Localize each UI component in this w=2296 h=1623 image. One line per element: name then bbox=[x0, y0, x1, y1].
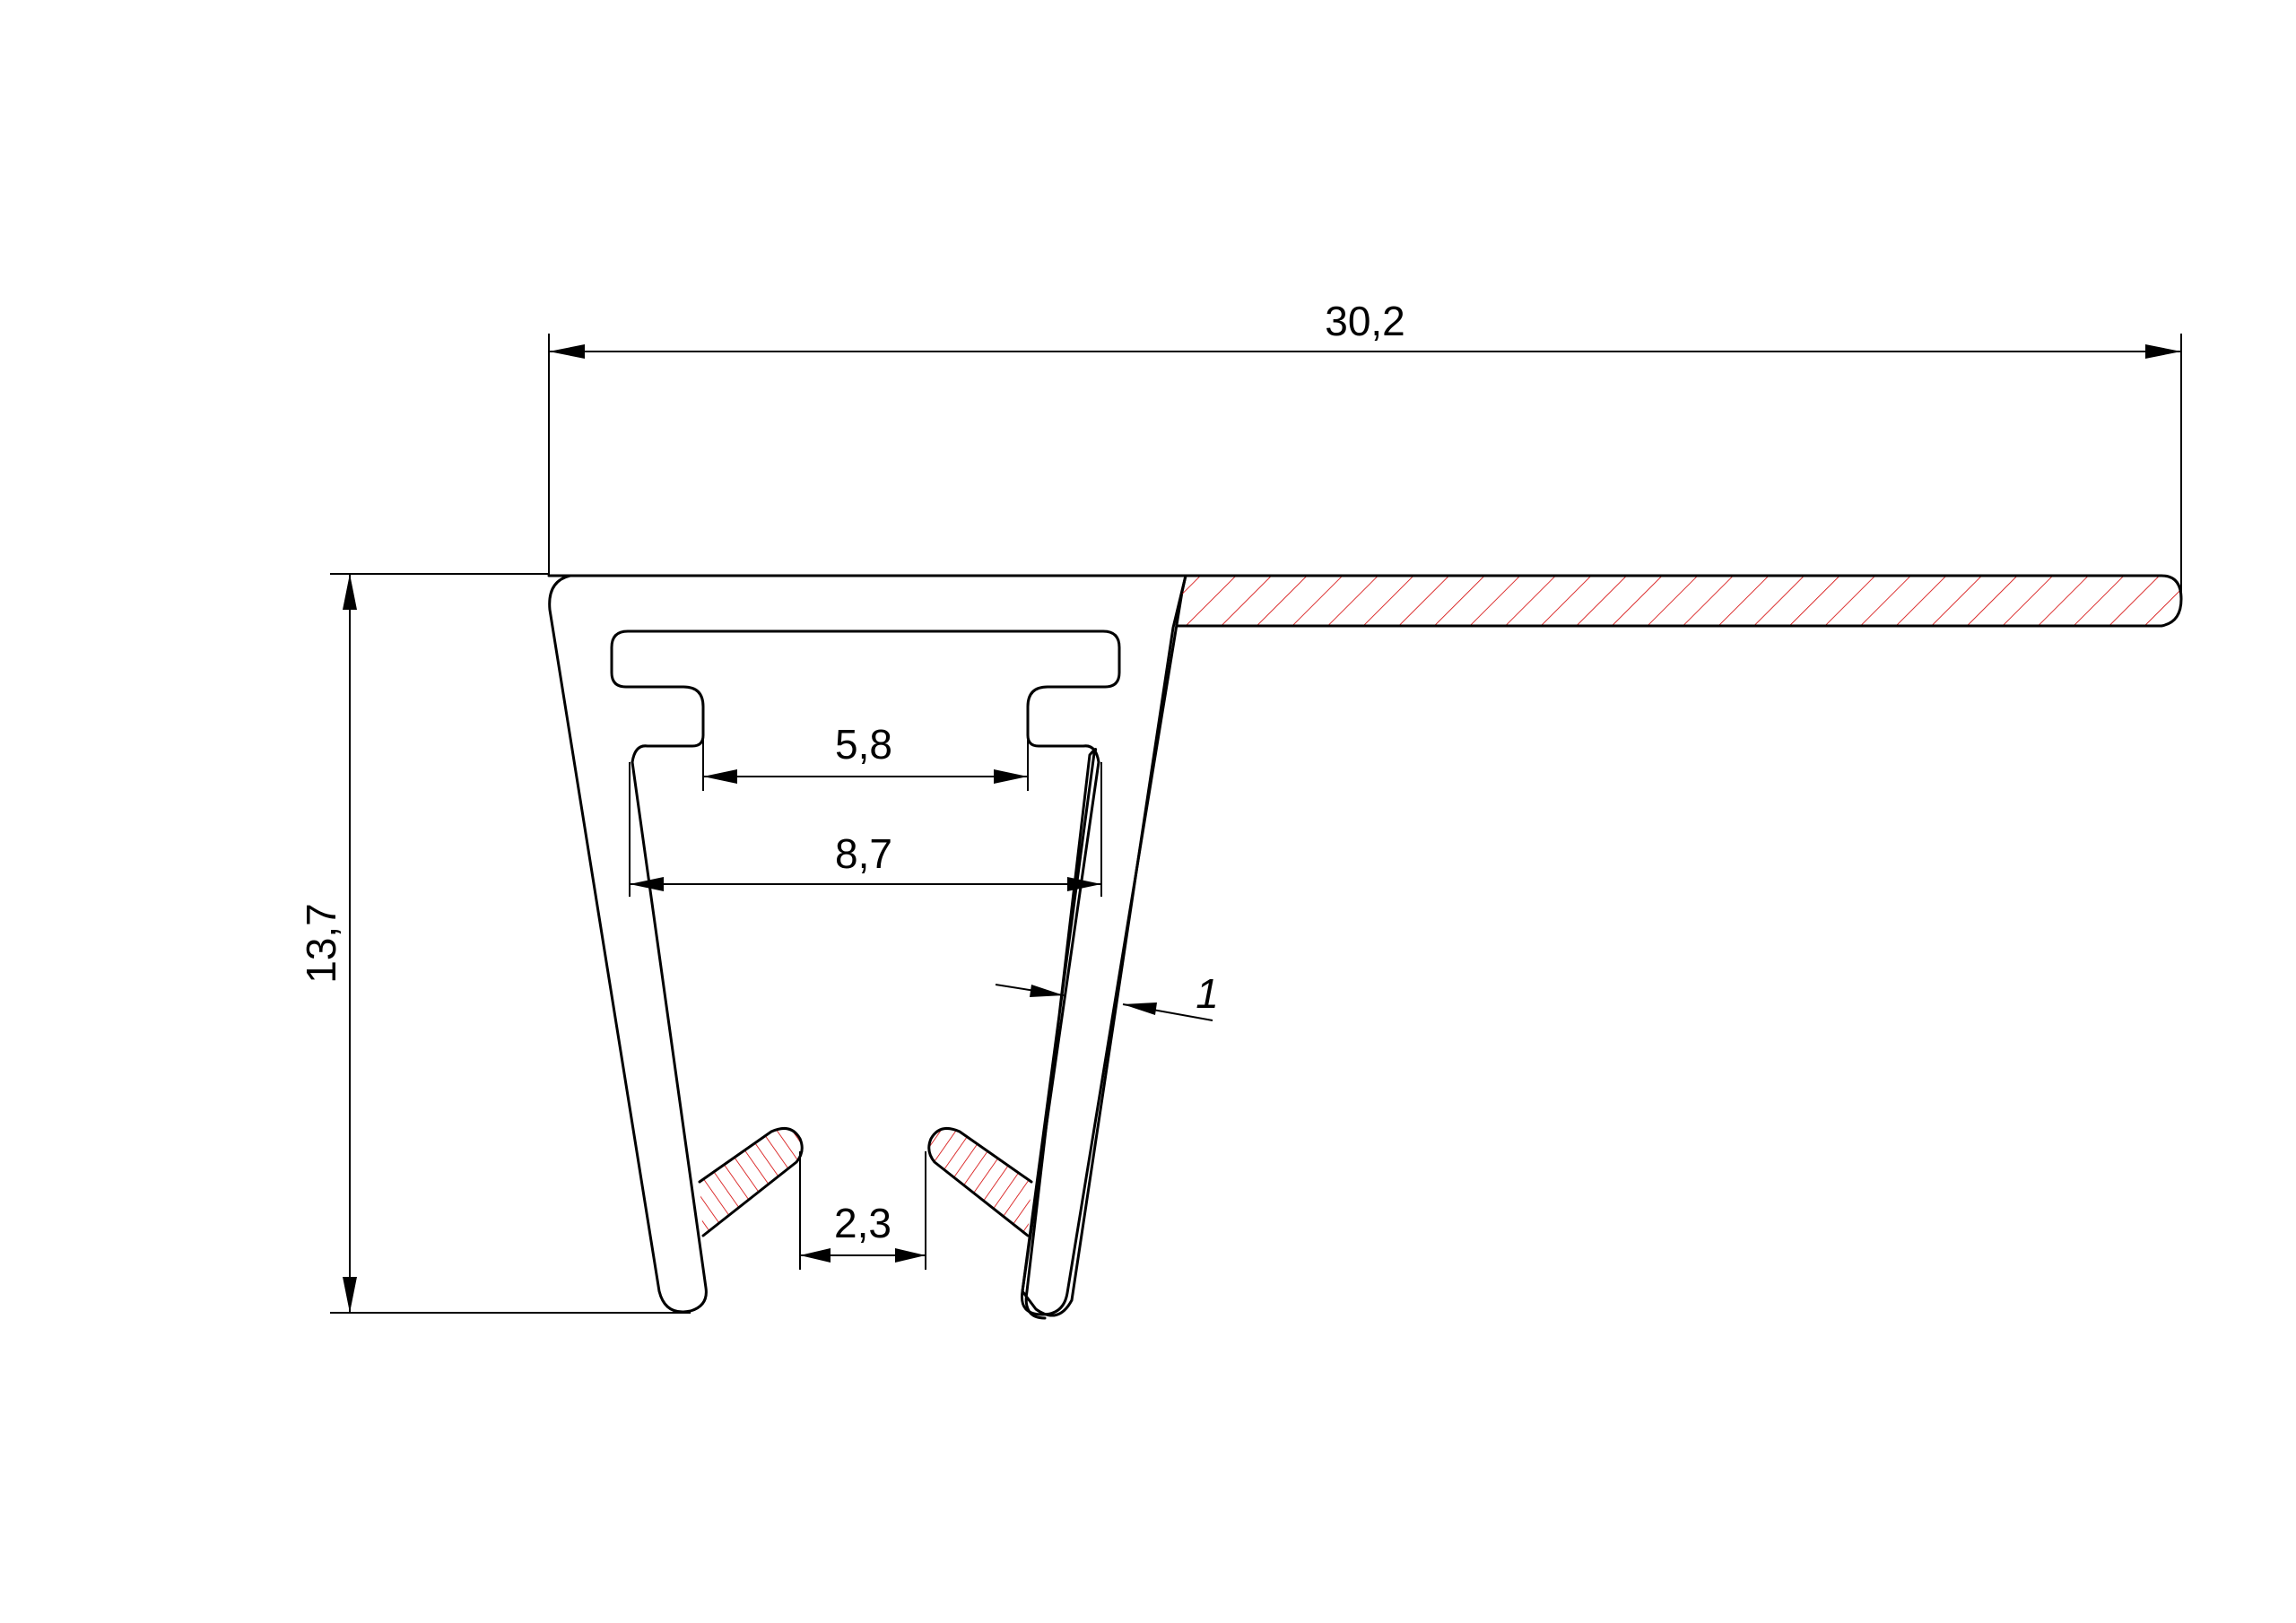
dimension-label: 8,7 bbox=[835, 830, 892, 877]
right-lip-hatched-area bbox=[928, 1128, 1031, 1236]
arrowhead-top bbox=[343, 574, 357, 610]
left-seal-lip bbox=[698, 1126, 804, 1237]
arrowhead-right bbox=[1067, 877, 1101, 891]
dimension-label: 30,2 bbox=[1325, 298, 1405, 344]
arrowhead-right bbox=[994, 769, 1028, 784]
dimension-label: 1 bbox=[1196, 970, 1219, 1017]
flap-hatched-area bbox=[1177, 576, 2181, 626]
dimension-label: 5,8 bbox=[835, 721, 892, 768]
dimension-inner-slot-width: 5,8 bbox=[702, 721, 1029, 791]
dimension-lip-gap: 2,3 bbox=[799, 1151, 926, 1270]
arrowhead-right bbox=[895, 1248, 926, 1263]
arrowhead-bottom bbox=[343, 1277, 357, 1313]
profile-right-wall bbox=[1020, 574, 1187, 1316]
arrowhead-left bbox=[800, 1248, 831, 1263]
profile-left-wall-outer bbox=[548, 574, 708, 1314]
dimension-overall-width: 30,2 bbox=[548, 298, 2182, 592]
flap-section bbox=[1175, 574, 2183, 628]
left-lip-hatched-area bbox=[700, 1128, 803, 1236]
right-lip-outline bbox=[927, 1126, 1033, 1237]
dimension-label: 13,7 bbox=[298, 903, 344, 984]
arrowhead-left bbox=[703, 769, 737, 784]
arrowhead-left bbox=[549, 344, 585, 359]
dimension-wall-thickness: 1 bbox=[995, 970, 1219, 1021]
arrowhead-right bbox=[1123, 1002, 1157, 1015]
dimension-channel-width: 8,7 bbox=[629, 762, 1102, 897]
dimension-label: 2,3 bbox=[834, 1200, 891, 1246]
right-seal-lip bbox=[927, 1126, 1033, 1237]
arrowhead-left bbox=[1030, 985, 1064, 997]
arrowhead-left bbox=[630, 877, 664, 891]
arrowhead-right bbox=[2145, 344, 2181, 359]
dimension-overall-height: 13,7 bbox=[298, 573, 691, 1314]
flap-outline bbox=[1175, 574, 2183, 628]
